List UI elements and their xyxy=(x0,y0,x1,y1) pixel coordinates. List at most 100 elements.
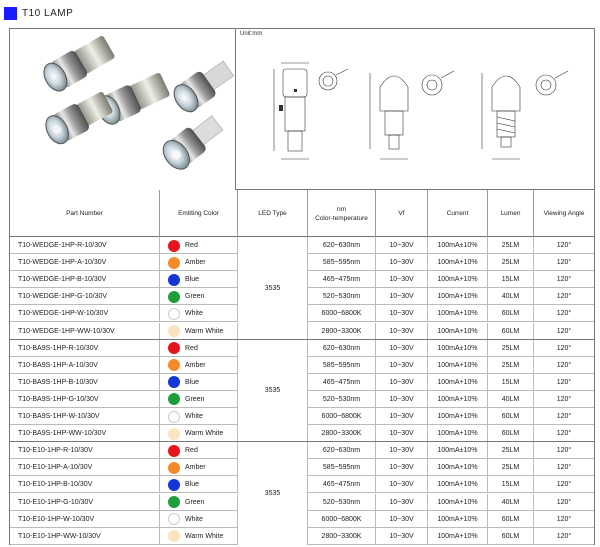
angle-cell: 120° xyxy=(556,481,572,489)
color-cell: Amber xyxy=(160,459,238,477)
current-cell: 100mA±10% xyxy=(428,339,488,357)
current-cell: 100mA+10% xyxy=(428,288,488,306)
color-swatch-icon xyxy=(168,513,180,526)
color-swatch-icon xyxy=(168,444,180,457)
header-current: Current xyxy=(428,190,488,237)
color-label: White xyxy=(185,515,203,523)
vf-cell: 10~30V xyxy=(376,237,428,255)
nm-cell: 2800~3300K xyxy=(308,527,376,545)
color-label: Red xyxy=(185,447,198,455)
color-label: Red xyxy=(185,242,198,250)
color-label: Warm White xyxy=(185,532,224,540)
angle-cell: 120° xyxy=(556,395,572,403)
angle-cell: 120° xyxy=(556,447,572,455)
current-cell: 100mA+10% xyxy=(428,390,488,408)
header-part-number: Part Number xyxy=(10,190,160,237)
angle-cell: 120° xyxy=(556,361,572,369)
color-swatch-icon xyxy=(168,530,180,543)
current-cell: 100mA+10% xyxy=(428,459,488,477)
angle-cell: 120° xyxy=(556,378,572,386)
nm-cell: 465~475nm xyxy=(308,476,376,494)
current-cell: 100mA+10% xyxy=(428,425,488,443)
color-swatch-icon xyxy=(168,376,180,389)
unit-label: Unit:mm xyxy=(240,31,263,37)
part-cell: T10-E10-1HP-G-10/30V xyxy=(10,493,160,511)
color-cell: Amber xyxy=(160,254,238,272)
color-swatch-icon xyxy=(168,290,180,303)
lumen-cell: 60LM xyxy=(488,305,534,323)
led-type-cell: 3535 xyxy=(238,442,308,545)
vf-cell: 10~30V xyxy=(376,527,428,545)
current-cell: 100mA+10% xyxy=(428,527,488,545)
technical-drawing: Unit:mm xyxy=(236,29,594,190)
color-label: Blue xyxy=(185,481,200,489)
header-viewing-angle: Viewing Angle xyxy=(543,210,585,217)
color-swatch-icon xyxy=(168,256,180,269)
angle-cell: 120° xyxy=(556,327,572,335)
color-swatch-icon xyxy=(168,342,180,355)
nm-cell: 585~595nm xyxy=(308,254,376,272)
lumen-cell: 60LM xyxy=(488,510,534,528)
color-label: White xyxy=(185,310,203,318)
color-swatch-icon xyxy=(168,359,180,372)
color-label: Amber xyxy=(185,361,206,369)
lumen-cell: 40LM xyxy=(488,493,534,511)
part-cell: T10-BA9S-1HP-R-10/30V xyxy=(10,339,160,357)
angle-cell: 120° xyxy=(556,464,572,472)
color-label: Red xyxy=(185,344,198,352)
header-nm-line2: Color-temperature xyxy=(315,214,368,222)
current-cell: 100mA±10% xyxy=(428,442,488,460)
part-cell: T10-BA9S-1HP-W-10/30V xyxy=(10,408,160,426)
part-cell: T10-WEDGE-1HP-WW-10/30V xyxy=(10,322,160,340)
color-swatch-icon xyxy=(168,273,180,286)
color-cell: Red xyxy=(160,339,238,357)
lumen-cell: 15LM xyxy=(488,271,534,289)
lumen-cell: 60LM xyxy=(488,322,534,340)
color-label: White xyxy=(185,413,203,421)
color-swatch-icon xyxy=(168,410,180,423)
color-swatch-icon xyxy=(168,478,180,491)
lumen-cell: 25LM xyxy=(488,459,534,477)
table-header: Part Number Emitting Color LED Type nm C… xyxy=(10,190,594,237)
nm-cell: 465~475nm xyxy=(308,271,376,289)
lumen-cell: 60LM xyxy=(488,425,534,443)
lumen-cell: 25LM xyxy=(488,254,534,272)
vf-cell: 10~30V xyxy=(376,459,428,477)
vf-cell: 10~30V xyxy=(376,476,428,494)
part-cell: T10-WEDGE-1HP-W-10/30V xyxy=(10,305,160,323)
nm-cell: 585~595nm xyxy=(308,459,376,477)
color-label: Amber xyxy=(185,259,206,267)
color-label: Blue xyxy=(185,276,200,284)
angle-cell: 120° xyxy=(556,515,572,523)
dimension-drawing-image xyxy=(273,62,569,160)
vf-cell: 10~30V xyxy=(376,408,428,426)
color-cell: Blue xyxy=(160,271,238,289)
part-cell: T10-WEDGE-1HP-B-10/30V xyxy=(10,271,160,289)
color-cell: White xyxy=(160,510,238,528)
nm-cell: 585~595nm xyxy=(308,356,376,374)
angle-cell: 120° xyxy=(556,293,572,301)
vf-cell: 10~30V xyxy=(376,288,428,306)
nm-cell: 620~630nm xyxy=(308,237,376,255)
nm-cell: 520~530nm xyxy=(308,288,376,306)
page-title: T10 LAMP xyxy=(22,7,74,19)
header-emitting-color: Emitting Color xyxy=(160,190,238,237)
color-label: Warm White xyxy=(185,327,224,335)
header-nm-line1: nm xyxy=(336,205,347,213)
color-cell: Green xyxy=(160,288,238,306)
color-cell: Warm White xyxy=(160,425,238,443)
angle-cell: 120° xyxy=(556,498,572,506)
color-cell: White xyxy=(160,305,238,323)
bulbs-photo-image xyxy=(43,35,235,170)
color-swatch-icon xyxy=(168,427,180,440)
product-photo xyxy=(10,29,236,190)
color-cell: Green xyxy=(160,493,238,511)
nm-cell: 465~475nm xyxy=(308,373,376,391)
color-swatch-icon xyxy=(168,461,180,474)
angle-cell: 120° xyxy=(556,430,572,438)
nm-cell: 6000~6800K xyxy=(308,510,376,528)
title-bar: T10 LAMP xyxy=(4,6,73,20)
color-swatch-icon xyxy=(168,239,180,252)
nm-cell: 2800~3300K xyxy=(308,425,376,443)
